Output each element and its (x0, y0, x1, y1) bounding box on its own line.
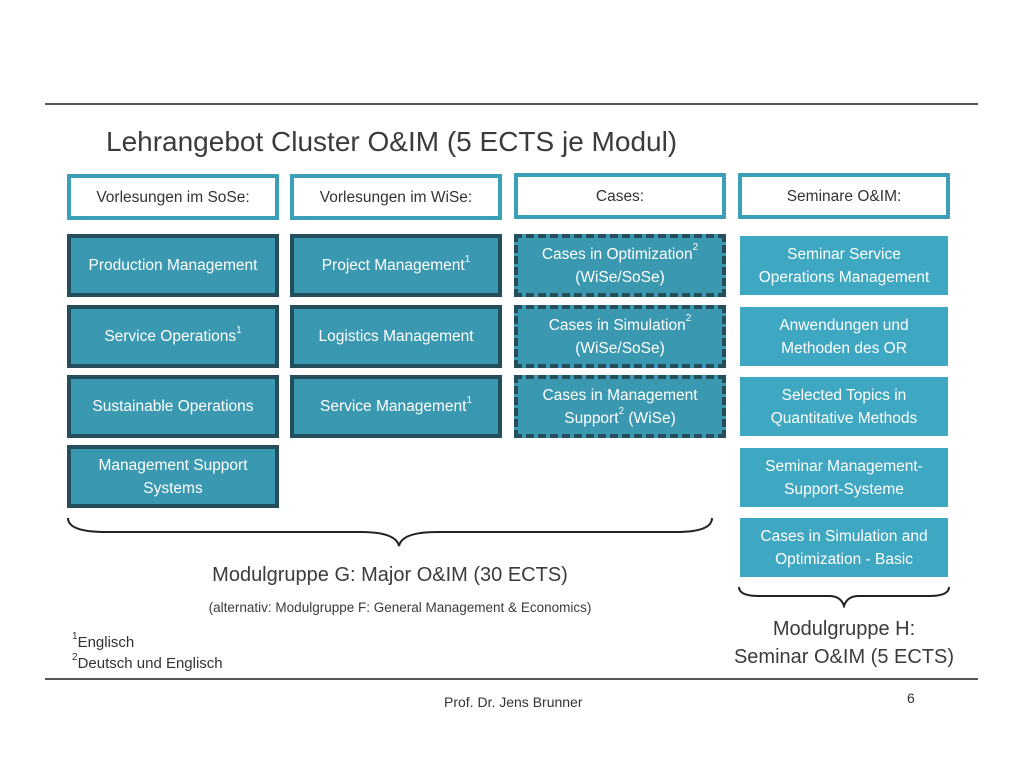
header-lectures-wise: Vorlesungen im WiSe: (290, 174, 502, 220)
footnote-marker: 1 (236, 324, 242, 336)
brace-group-g (67, 517, 713, 547)
seminar-management-support-systeme: Seminar Management-Support-Systeme (740, 448, 948, 507)
header-cases-label: Cases: (595, 188, 645, 205)
header-lectures-sose: Vorlesungen im SoSe: (67, 174, 279, 220)
module-label: Project Management1 (321, 253, 471, 274)
header-seminars-label: Seminare O&IM: (786, 188, 902, 205)
module-production-management: Production Management (67, 234, 279, 297)
header-cases: Cases: (514, 173, 726, 219)
module-project-management: Project Management1 (290, 234, 502, 297)
bottom-rule (45, 678, 978, 680)
module-service-operations: Service Operations1 (67, 305, 279, 368)
header-lectures-sose-label: Vorlesungen im SoSe: (96, 188, 250, 206)
header-seminars: Seminare O&IM: (738, 173, 950, 219)
brace-group-h (738, 586, 950, 608)
footnote-marker: 2 (685, 313, 692, 325)
module-label: Production Management (88, 257, 258, 274)
group-g-label: Modulgruppe G: Major O&IM (30 ECTS) (212, 564, 568, 586)
seminar-label: Seminar Management-Support-Systeme (765, 457, 923, 498)
footnote-2: 2Deutsch und Englisch (72, 652, 223, 673)
case-optimization: Cases in Optimization2(WiSe/SoSe) (514, 234, 726, 297)
group-g-alternative: (alternativ: Modulgruppe F: General Mana… (208, 600, 592, 615)
module-label: Service Management1 (319, 394, 473, 415)
module-label: Management Support Systems (98, 456, 248, 497)
module-service-management: Service Management1 (290, 375, 502, 438)
group-h-label: Modulgruppe H: Seminar O&IM (5 ECTS) (733, 618, 955, 668)
footer-author: Prof. Dr. Jens Brunner (444, 694, 583, 710)
header-lectures-wise-label: Vorlesungen im WiSe: (319, 188, 473, 206)
footnote-marker: 2 (692, 242, 699, 254)
module-sustainable-operations: Sustainable Operations (67, 375, 279, 438)
module-management-support-systems: Management Support Systems (67, 445, 279, 508)
footnote-1: 1Englisch (72, 631, 135, 652)
footnote-marker: 1 (464, 253, 471, 265)
module-label: Sustainable Operations (92, 398, 254, 415)
module-logistics-management: Logistics Management (290, 305, 502, 368)
case-simulation: Cases in Simulation2(WiSe/SoSe) (514, 305, 726, 368)
page-number: 6 (907, 690, 915, 706)
module-label: Service Operations1 (104, 324, 242, 345)
case-label: Cases in Simulation2(WiSe/SoSe) (548, 313, 692, 357)
module-label: Logistics Management (318, 328, 474, 345)
case-label: Cases in Optimization2(WiSe/SoSe) (541, 242, 699, 286)
footnote-marker: 2 (618, 406, 625, 418)
slide-title: Lehrangebot Cluster O&IM (5 ECTS je Modu… (106, 126, 678, 157)
footnote-marker: 1 (466, 394, 473, 406)
top-rule (45, 103, 978, 105)
